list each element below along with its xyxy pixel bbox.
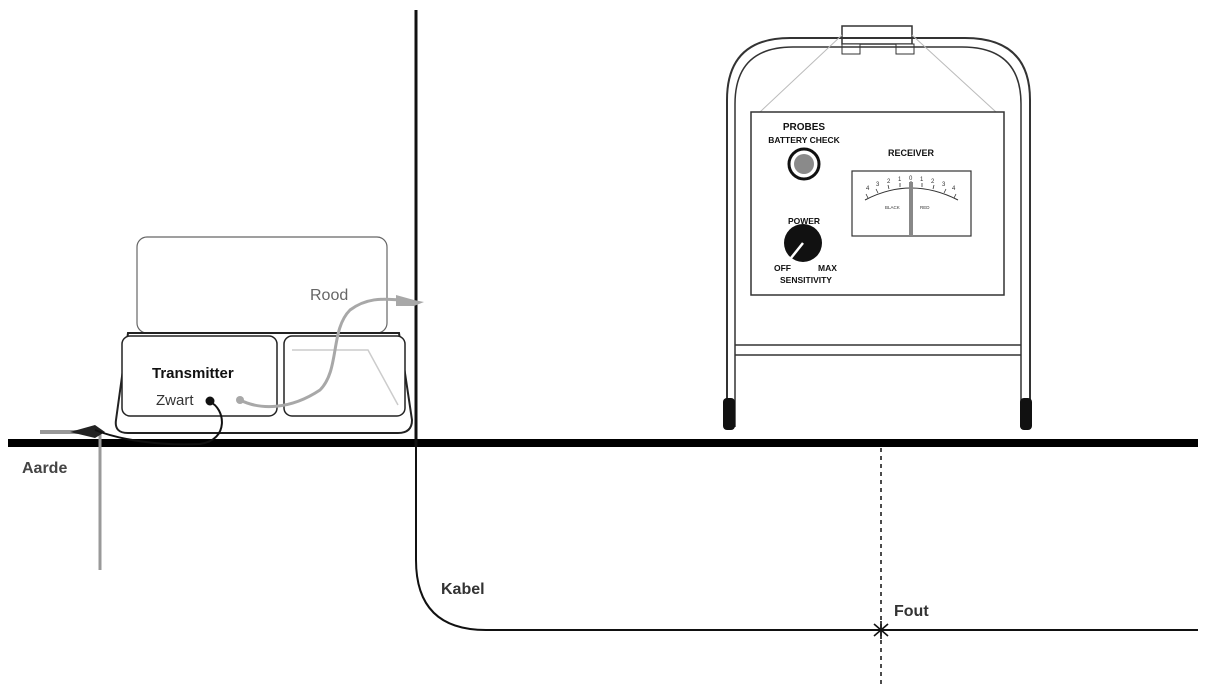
meter-needle xyxy=(909,182,913,236)
receiver-title: RECEIVER xyxy=(888,148,935,158)
meter-black-label: BLACK xyxy=(885,205,900,210)
meter-scale-tick: 2 xyxy=(887,179,891,185)
ground-surface-line xyxy=(8,439,1198,447)
meter-scale-tick: 2 xyxy=(931,179,935,185)
red-lead-clip-icon xyxy=(396,295,424,306)
red-lead-wire xyxy=(239,297,403,409)
black-lead-wire xyxy=(94,401,223,446)
meter-red-label: RED xyxy=(920,205,930,210)
meter-scale-tick: 4 xyxy=(952,186,956,192)
black-lead-terminal xyxy=(205,396,215,406)
probes-label: PROBES xyxy=(783,122,826,133)
meter-scale-tick: 0 xyxy=(909,176,913,182)
black-lead-label: Zwart xyxy=(156,392,194,409)
transmitter-right-panel xyxy=(283,335,406,417)
ground-label: Aarde xyxy=(22,460,67,477)
fault-star-icon xyxy=(873,621,889,639)
transmitter-device xyxy=(114,236,414,434)
meter-scale-tick: 4 xyxy=(866,186,870,192)
meter-scale: 4 3 2 1 0 1 2 3 4 xyxy=(866,176,956,192)
fault-label: Fout xyxy=(894,603,929,620)
receiver-device xyxy=(723,25,1032,430)
sensitivity-label: SENSITIVITY xyxy=(780,275,832,285)
transmitter-lid xyxy=(136,236,388,334)
meter-scale-tick: 3 xyxy=(876,182,880,188)
cable-label: Kabel xyxy=(441,581,485,598)
receiver-frame xyxy=(726,37,1031,427)
receiver-handle-grip xyxy=(841,25,913,45)
receiver-left-foot xyxy=(723,398,735,430)
underground-cable xyxy=(415,447,1198,631)
max-label: MAX xyxy=(818,263,837,273)
ground-stake xyxy=(40,425,105,570)
power-label: POWER xyxy=(788,216,820,226)
red-lead-label: Rood xyxy=(310,287,348,304)
meter-scale-tick: 1 xyxy=(898,177,902,183)
red-lead-terminal xyxy=(236,396,244,404)
receiver-right-foot xyxy=(1020,398,1032,430)
off-label: OFF xyxy=(774,263,791,273)
transmitter-title: Transmitter xyxy=(152,365,234,382)
meter-scale-tick: 1 xyxy=(920,177,924,183)
meter-scale-tick: 3 xyxy=(942,182,946,188)
transmitter-left-panel xyxy=(121,335,278,417)
battery-check-label: BATTERY CHECK xyxy=(768,135,840,145)
